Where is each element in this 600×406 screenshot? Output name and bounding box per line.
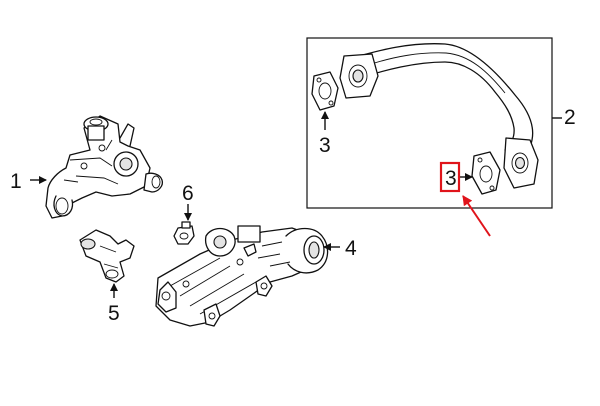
coolant-housing: [45, 115, 164, 219]
sensor-valve: [79, 229, 135, 283]
egr-cooler-assembly: [155, 225, 329, 327]
callout-1: 1: [10, 170, 22, 193]
egr-pipe: [339, 43, 539, 189]
gasket-right: [471, 151, 501, 195]
gasket-left: [311, 71, 339, 111]
temp-sensor: [173, 221, 195, 245]
callout-5: 5: [108, 302, 120, 325]
highlight-arrow: [462, 195, 491, 237]
callout-6: 6: [182, 182, 194, 205]
callout-3-right: 3: [445, 167, 457, 190]
callout-3-left: 3: [319, 134, 331, 157]
callout-2: 2: [564, 106, 576, 129]
highlight-box: [439, 161, 461, 193]
pipe-assembly-box: [306, 37, 553, 209]
callout-4: 4: [345, 237, 357, 260]
